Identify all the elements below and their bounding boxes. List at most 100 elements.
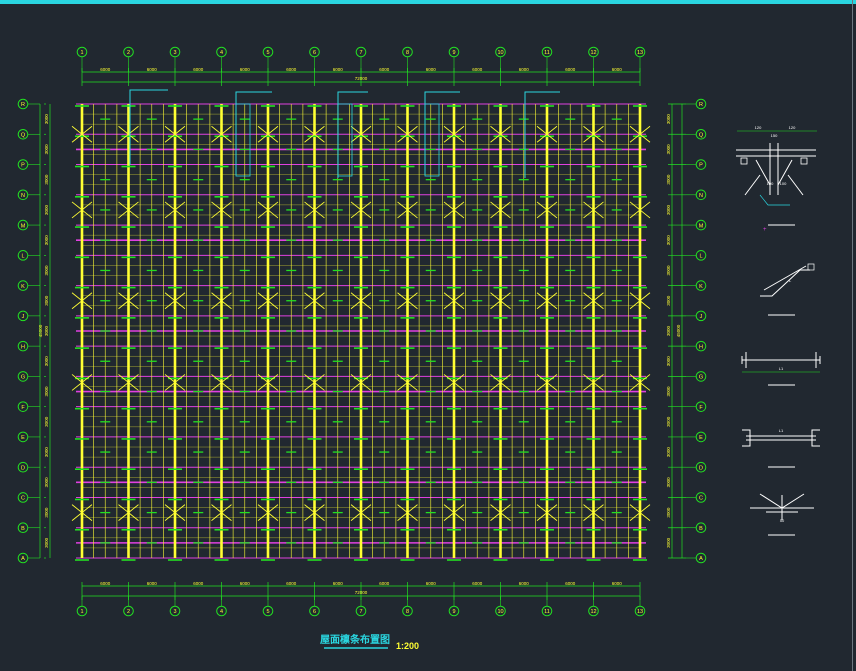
axis-row-left-circle: [17, 492, 29, 503]
axis-column-bottom: 6: [313, 609, 316, 615]
brace-x: [629, 504, 651, 521]
detail-2-sketch: [760, 265, 810, 297]
dim-label: 3000: [666, 537, 671, 548]
brace-x: [164, 292, 186, 310]
axis-column-top: 5: [266, 50, 269, 56]
dim-total-label: 72000: [355, 76, 368, 81]
brace-x: [71, 374, 93, 391]
dim-label: 6000: [147, 581, 158, 586]
brace-x: [164, 125, 186, 143]
axis-row-left-circle: [17, 189, 29, 201]
brace-x: [304, 201, 325, 219]
axis-column-top-circle: [169, 46, 181, 58]
axis-column-top: 7: [359, 50, 362, 56]
axis-column-bottom: 1: [80, 609, 83, 615]
dim-label: 3000: [666, 204, 671, 215]
brace-x: [536, 125, 558, 143]
dim-label: 6000: [240, 581, 251, 586]
axis-row-left-circle: [17, 128, 29, 140]
dim-label: 3000: [44, 144, 49, 155]
axis-column-top-circle: [309, 46, 320, 58]
section-leaders: [129, 89, 560, 178]
dim-label: 6000: [286, 67, 297, 72]
brace-x: [304, 292, 325, 310]
brace-x: [257, 504, 279, 521]
axis-row-left: P: [21, 163, 25, 169]
axis-row-right: K: [699, 284, 703, 290]
dim-label: 6000: [193, 581, 204, 586]
axis-column-top-circle: [76, 46, 88, 58]
axis-column-bottom: 10: [497, 609, 503, 615]
brace-x: [583, 374, 604, 391]
brace-x: [257, 292, 279, 310]
axis-column-top-circle: [262, 46, 274, 58]
axis-row-right-circle: [695, 461, 707, 473]
axis-row-right: F: [699, 405, 703, 411]
brace-x: [350, 374, 372, 391]
axis-row-right-circle: [695, 219, 707, 231]
brace-x: [350, 292, 372, 310]
axis-column-top: 8: [406, 50, 409, 56]
brace-x: [211, 374, 232, 391]
brace-x: [583, 201, 604, 219]
brace-x: [490, 504, 511, 521]
axis-row-right: J: [700, 314, 703, 320]
brace-x: [583, 504, 604, 521]
axis-column-bottom-circle: [402, 605, 413, 617]
axis-row-right-circle: [695, 401, 707, 412]
section-leader: [524, 91, 560, 178]
brace-x: [443, 125, 465, 143]
axis-row-right-circle: [695, 98, 707, 110]
axis-column-bottom-circle: [495, 605, 506, 617]
brace-x: [629, 201, 651, 219]
axis-row-right: G: [699, 375, 703, 381]
brace-x: [257, 374, 279, 391]
detail-1-label: 120: [789, 125, 796, 130]
section-box: [337, 103, 353, 177]
axis-column-top-circle: [402, 46, 413, 58]
detail-2-bolt: [807, 263, 815, 271]
dim-label: 3000: [44, 416, 49, 427]
detail-3-label: L1: [779, 366, 784, 371]
dim-label: 3000: [44, 114, 49, 125]
axis-row-right-circle: [695, 552, 707, 564]
axis-row-left: C: [21, 496, 25, 502]
brace-x: [490, 125, 511, 143]
detail-5-label: 50: [780, 518, 785, 523]
axis-row-left-circle: [17, 552, 29, 564]
brace-x: [583, 125, 604, 143]
brace-x: [211, 201, 232, 219]
brace-x: [629, 292, 651, 310]
brace-x: [118, 125, 139, 143]
axis-column-bottom: 8: [406, 609, 409, 615]
axis-row-right: P: [699, 163, 703, 169]
axis-row-left: L: [21, 254, 24, 260]
brace-x: [397, 374, 418, 391]
brace-x: [443, 504, 465, 521]
dim-label: 3000: [666, 386, 671, 397]
axis-column-bottom: 4: [220, 609, 223, 615]
dim-label: 6000: [565, 581, 576, 586]
brace-x: [71, 504, 93, 521]
brace-x: [536, 292, 558, 310]
brace-x: [71, 125, 93, 143]
detail-marker: +: [763, 227, 767, 233]
axis-row-right: A: [699, 556, 703, 562]
brace-x: [583, 292, 604, 310]
dim-label: 6000: [100, 67, 111, 72]
dim-label: 3000: [44, 537, 49, 548]
axis-column-bottom-circle: [634, 605, 646, 617]
dim-label: 3000: [666, 507, 671, 518]
dim-label: 3000: [44, 265, 49, 276]
axis-row-right: H: [699, 344, 703, 350]
viewport-top-border: [0, 0, 856, 4]
axis-row-right: C: [699, 496, 703, 502]
axis-column-top: 9: [452, 50, 455, 56]
brace-x: [257, 125, 279, 143]
dim-label: 6000: [193, 67, 204, 72]
brace-x: [257, 201, 279, 219]
axis-row-right-circle: [695, 159, 707, 170]
detail-1-label: 120: [755, 125, 762, 130]
axis-row-right-circle: [695, 340, 707, 352]
